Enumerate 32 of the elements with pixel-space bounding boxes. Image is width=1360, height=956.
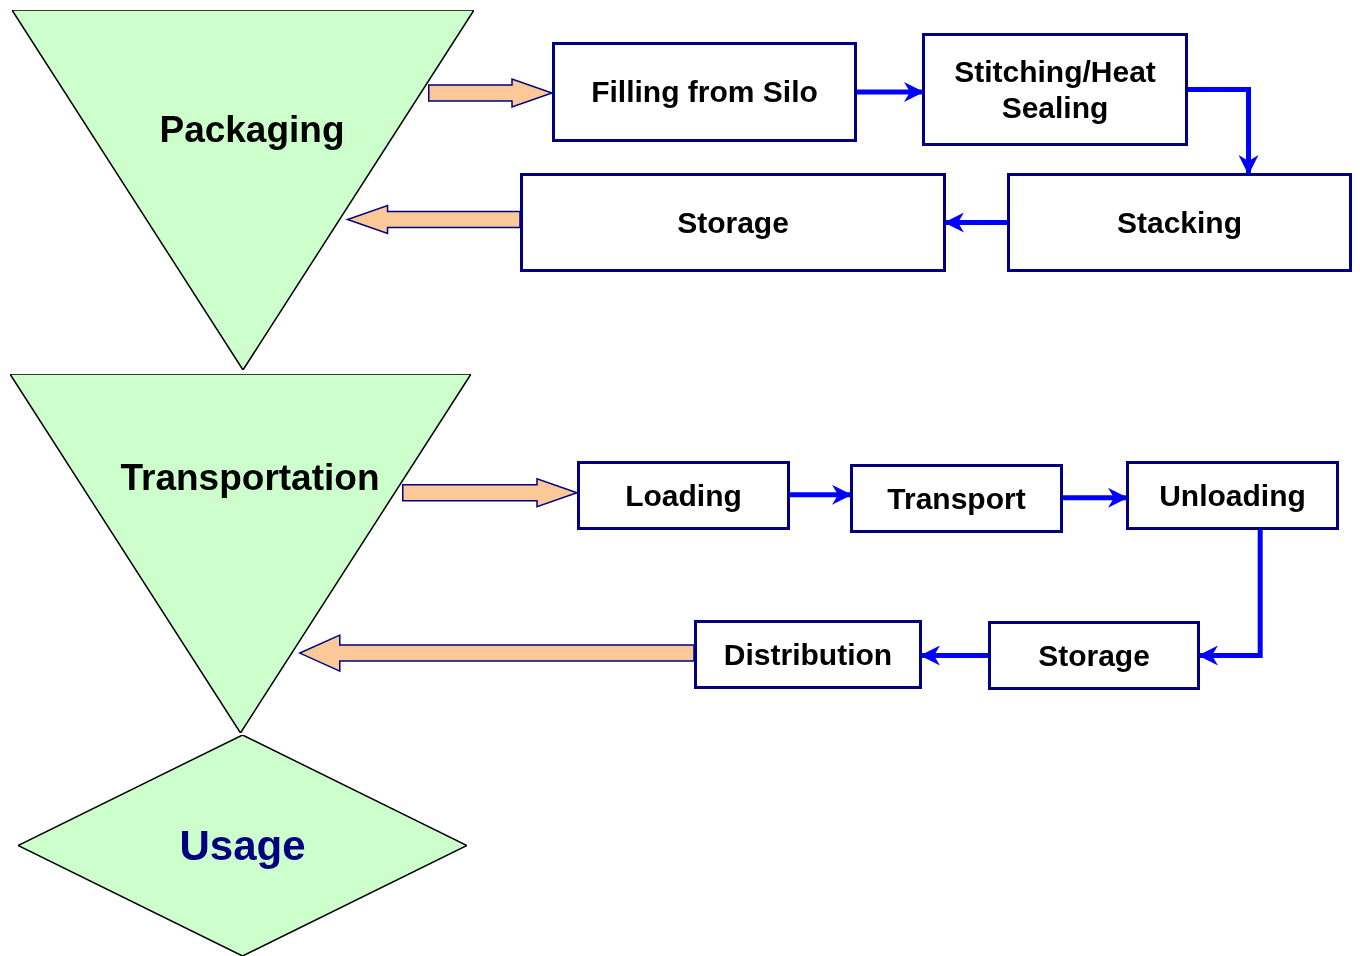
arrow — [944, 212, 1007, 233]
process-box — [552, 42, 857, 142]
block-arrow — [297, 633, 695, 673]
node-label: Transport — [887, 480, 1026, 517]
arrow — [920, 645, 988, 666]
process-box — [520, 173, 946, 272]
block-arrow — [402, 477, 580, 508]
node-label: Distribution — [723, 636, 893, 673]
node-label: Loading — [625, 477, 742, 514]
process-box — [850, 464, 1063, 533]
process-box — [922, 33, 1188, 146]
process-box — [577, 461, 790, 530]
process-box — [1007, 173, 1352, 272]
arrow — [1063, 487, 1128, 508]
arrow — [857, 82, 924, 102]
node-label: Unloading — [1159, 477, 1306, 514]
node-label: Filling from Silo — [591, 74, 818, 110]
process-box — [694, 620, 922, 689]
arrow — [1198, 530, 1263, 666]
node-label: Storage — [677, 204, 789, 241]
node-label: Stitching/Heat Sealing — [953, 53, 1157, 126]
block-arrow — [345, 204, 521, 235]
node-label: Stacking — [1116, 204, 1242, 241]
node-label: Transportation — [120, 456, 380, 500]
arrow — [790, 484, 852, 505]
node-label: Usage — [179, 821, 306, 871]
block-arrow — [428, 77, 555, 109]
process-box — [988, 621, 1200, 690]
arrow — [1188, 87, 1259, 175]
node-label: Storage — [1038, 637, 1150, 674]
process-box — [1126, 461, 1339, 530]
node-label: Packaging — [159, 108, 345, 152]
